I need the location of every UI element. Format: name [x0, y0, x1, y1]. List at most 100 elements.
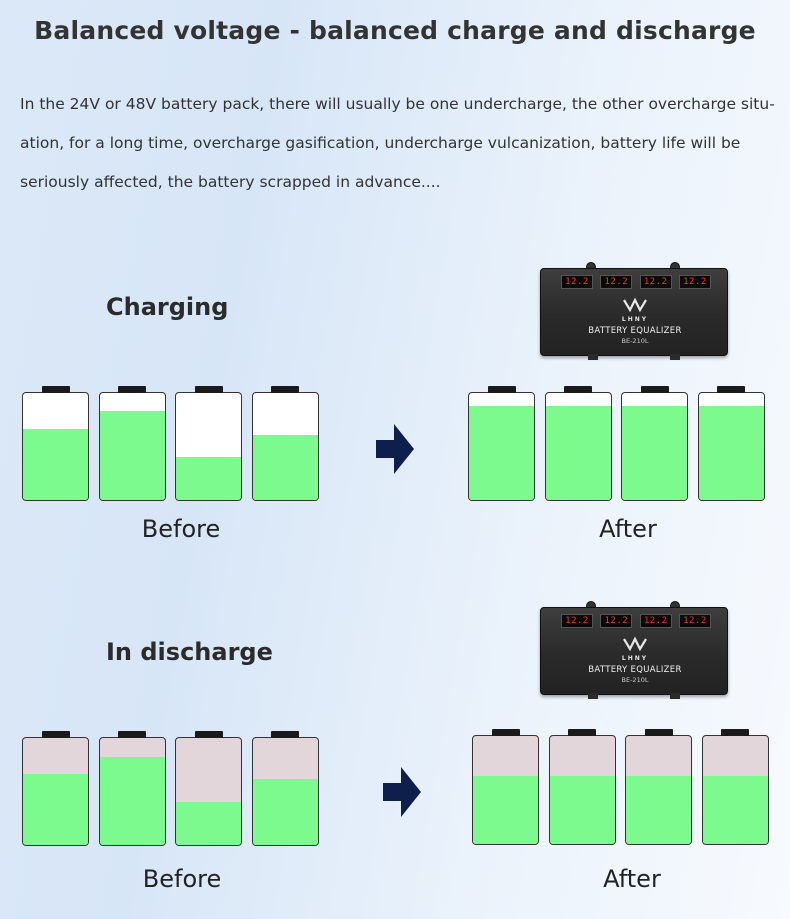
- intro-line: In the 24V or 48V battery pack, there wi…: [20, 95, 775, 113]
- battery-terminal: [717, 386, 745, 393]
- device-foot: [588, 354, 598, 360]
- battery-charge-level: [252, 434, 318, 500]
- battery-charge-level: [473, 775, 538, 844]
- discharge-before-caption: Before: [142, 865, 222, 893]
- battery-charge-level: [545, 405, 611, 500]
- battery-charge-level: [99, 757, 165, 845]
- battery-body: [621, 392, 688, 501]
- voltage-display: 12.2: [678, 275, 711, 289]
- device-foot: [588, 693, 598, 699]
- zigzag-logo-icon: [623, 297, 647, 313]
- device-case: 12.2 12.2 12.2 12.2 LHNY BATTERY EQUALIZ…: [540, 607, 728, 695]
- battery-body: [625, 735, 692, 845]
- battery-equalizer-device: 12.2 12.2 12.2 12.2 LHNY BATTERY EQUALIZ…: [540, 262, 728, 360]
- discharge-section-title: In discharge: [106, 638, 273, 666]
- battery-body: [175, 737, 242, 846]
- battery: [548, 729, 616, 845]
- battery-body: [251, 737, 319, 846]
- battery-terminal: [41, 386, 70, 393]
- battery-charge-level: [99, 411, 165, 500]
- battery-charge-level: [702, 775, 768, 844]
- device-foot: [670, 693, 680, 699]
- battery-terminal: [491, 729, 520, 736]
- right-arrow-icon: [383, 767, 421, 817]
- battery: [621, 386, 688, 501]
- battery-charge-level: [23, 774, 88, 845]
- battery-terminal: [644, 729, 673, 736]
- battery: [22, 731, 89, 846]
- voltage-display: 12.2: [561, 614, 593, 628]
- battery-terminal: [271, 386, 299, 393]
- battery-terminal: [271, 731, 299, 738]
- battery: [98, 386, 166, 501]
- battery-terminal: [640, 386, 669, 393]
- battery: [22, 386, 89, 501]
- battery-terminal: [41, 731, 70, 738]
- page-title: Balanced voltage - balanced charge and d…: [34, 16, 756, 45]
- battery-charge-level: [698, 405, 764, 500]
- battery-body: [22, 392, 89, 501]
- battery: [98, 731, 166, 846]
- voltage-display: 12.2: [600, 275, 633, 289]
- battery-charge-level: [469, 405, 534, 500]
- device-name: BATTERY EQUALIZER: [588, 665, 682, 675]
- battery-body: [251, 392, 319, 501]
- voltage-display: 12.2: [639, 614, 672, 628]
- battery: [175, 386, 242, 501]
- right-arrow-icon: [376, 424, 414, 474]
- battery-charge-level: [626, 775, 691, 844]
- battery-charge-level: [23, 429, 88, 500]
- intro-paragraph: In the 24V or 48V battery pack, there wi…: [20, 85, 775, 202]
- voltage-displays: 12.2 12.2 12.2 12.2: [561, 614, 711, 630]
- voltage-display: 12.2: [639, 275, 672, 289]
- battery-charge-level: [622, 405, 687, 500]
- battery-body: [468, 392, 535, 501]
- device-model: BE-210L: [621, 337, 649, 345]
- battery-body: [98, 392, 166, 501]
- battery-terminal: [194, 731, 223, 738]
- battery: [625, 729, 692, 845]
- battery-body: [548, 735, 616, 845]
- voltage-display: 12.2: [678, 614, 711, 628]
- battery-charge-level: [252, 778, 318, 845]
- device-model: BE-210L: [621, 676, 649, 684]
- charging-before-caption: Before: [141, 515, 221, 543]
- device-foot: [670, 354, 680, 360]
- device-name: BATTERY EQUALIZER: [588, 326, 682, 336]
- intro-line: seriously affected, the battery scrapped…: [20, 173, 441, 191]
- battery-body: [22, 737, 89, 846]
- battery: [472, 729, 539, 845]
- battery-equalizer-device: 12.2 12.2 12.2 12.2 LHNY BATTERY EQUALIZ…: [540, 601, 728, 699]
- battery-body: [544, 392, 612, 501]
- battery-terminal: [721, 729, 749, 736]
- device-brand: LHNY: [621, 655, 649, 662]
- battery-body: [175, 392, 242, 501]
- zigzag-logo-icon: [623, 636, 647, 652]
- intro-line: ation, for a long time, overcharge gasif…: [20, 134, 741, 152]
- device-brand: LHNY: [621, 316, 649, 323]
- battery-charge-level: [176, 802, 241, 845]
- charging-section-title: Charging: [106, 293, 229, 321]
- battery-charge-level: [176, 457, 241, 500]
- battery-terminal: [568, 729, 596, 736]
- battery-body: [98, 737, 166, 846]
- battery-terminal: [487, 386, 516, 393]
- battery: [544, 386, 612, 501]
- battery: [701, 729, 769, 845]
- battery: [251, 731, 319, 846]
- battery-body: [701, 735, 769, 845]
- voltage-display: 12.2: [600, 614, 633, 628]
- battery: [251, 386, 319, 501]
- battery-terminal: [564, 386, 592, 393]
- battery: [697, 386, 765, 501]
- battery-terminal: [118, 386, 146, 393]
- charging-after-caption: After: [599, 515, 657, 543]
- battery: [175, 731, 242, 846]
- discharge-after-caption: After: [603, 865, 661, 893]
- battery-terminal: [118, 731, 146, 738]
- device-case: 12.2 12.2 12.2 12.2 LHNY BATTERY EQUALIZ…: [540, 268, 728, 356]
- voltage-display: 12.2: [561, 275, 593, 289]
- battery-charge-level: [549, 775, 615, 844]
- battery-body: [697, 392, 765, 501]
- voltage-displays: 12.2 12.2 12.2 12.2: [561, 275, 711, 291]
